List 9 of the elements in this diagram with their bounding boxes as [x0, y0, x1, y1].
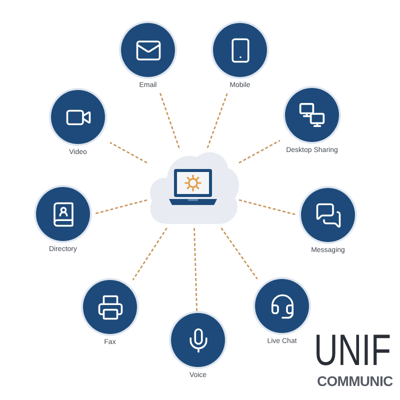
- dashed-connector: [220, 228, 258, 280]
- dashed-connector: [132, 228, 168, 280]
- subheading-text: COMMUNIC: [317, 374, 393, 388]
- dashed-connector: [194, 228, 198, 314]
- dashed-connector: [159, 92, 180, 148]
- dashed-connector: [238, 140, 280, 164]
- dashed-connector: [110, 142, 148, 164]
- heading-text: UNIF: [314, 329, 391, 373]
- dashed-connector: [206, 92, 228, 148]
